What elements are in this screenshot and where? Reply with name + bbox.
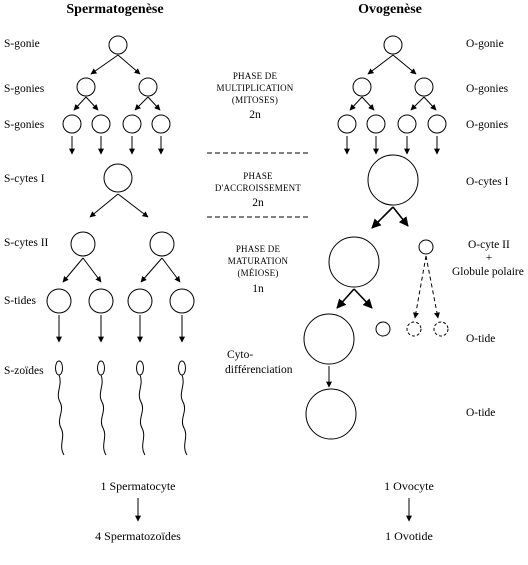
o-gonie-cell bbox=[427, 114, 447, 134]
s-gonie-cell bbox=[138, 77, 158, 97]
o-gonie-cell bbox=[414, 77, 434, 97]
spermatozoid bbox=[136, 360, 146, 456]
label-o-cyte-ii: O-cyte II bbox=[468, 239, 510, 251]
o-gonie-cell bbox=[337, 114, 357, 134]
svg-text:PHASE DE: PHASE DE bbox=[233, 71, 278, 81]
o-arrow bbox=[367, 54, 394, 75]
summary-ovocyte: 1 Ovocyte bbox=[384, 479, 434, 493]
spermatogenesis-title: Spermatogenèse bbox=[66, 2, 163, 17]
label-o-cytes-i: O-cytes I bbox=[466, 176, 509, 188]
spermatozoid bbox=[178, 360, 188, 456]
label-s-zoides: S-zoïdes bbox=[4, 365, 44, 377]
svg-text:2n: 2n bbox=[249, 109, 261, 121]
s-gonie-cell bbox=[76, 77, 96, 97]
s-arrow bbox=[134, 96, 149, 111]
label-o-tide-1: O-tide bbox=[466, 333, 495, 345]
s-arrow bbox=[85, 96, 99, 111]
s-cyte-i-cell bbox=[103, 163, 133, 193]
label-o-gonie: O-gonie bbox=[466, 38, 504, 50]
label-plus: + bbox=[486, 252, 493, 264]
o-arrow-dashed bbox=[412, 255, 427, 319]
label-s-cytes-i: S-cytes I bbox=[4, 173, 45, 185]
svg-text:MATURATION: MATURATION bbox=[228, 256, 289, 266]
spermatozoid bbox=[97, 360, 107, 456]
s-gonie-cell bbox=[151, 114, 171, 134]
label-s-tides: S-tides bbox=[4, 295, 36, 307]
svg-text:Cyto-: Cyto- bbox=[227, 349, 253, 361]
o-gonie-cell bbox=[366, 114, 386, 134]
o-gonie-cell bbox=[383, 35, 403, 55]
o-arrow bbox=[392, 206, 409, 227]
label-o-gonies-1: O-gonies bbox=[466, 83, 509, 95]
svg-text:2n: 2n bbox=[252, 197, 264, 209]
s-arrow bbox=[90, 54, 119, 75]
s-gonie-cell bbox=[91, 114, 111, 134]
phase-multiplication: PHASE DE MULTIPLICATION (MITOSES) 2n bbox=[217, 71, 294, 121]
o-arrow bbox=[423, 96, 437, 111]
o-arrow bbox=[371, 206, 394, 229]
summary-spermatocyte: 1 Spermatocyte bbox=[101, 479, 176, 493]
s-gonie-cell bbox=[108, 35, 128, 55]
svg-text:1n: 1n bbox=[252, 283, 264, 295]
oogenesis-title: Ovogenèse bbox=[358, 2, 422, 17]
o-arrow bbox=[392, 54, 417, 75]
o-tide-cell bbox=[305, 388, 357, 440]
phase-accroissement: PHASE D'ACCROISSEMENT 2n bbox=[215, 171, 301, 209]
svg-text:différenciation: différenciation bbox=[225, 364, 293, 376]
svg-text:(MÉIOSE): (MÉIOSE) bbox=[237, 268, 278, 278]
phase-cyto-differenciation: Cyto- différenciation bbox=[225, 349, 293, 376]
label-s-gonies-1: S-gonies bbox=[4, 83, 45, 95]
s-arrow bbox=[62, 257, 84, 283]
label-o-tide-2: O-tide bbox=[466, 407, 495, 419]
label-o-gonies-2: O-gonies bbox=[466, 119, 509, 131]
label-s-cytes-ii: S-cytes II bbox=[4, 237, 49, 249]
o-cyte-i-cell bbox=[367, 154, 419, 206]
svg-text:PHASE DE: PHASE DE bbox=[236, 244, 281, 254]
s-arrow bbox=[89, 193, 119, 218]
s-gonie-cell bbox=[122, 114, 142, 134]
s-gonie-cell bbox=[62, 114, 82, 134]
globule-polaire-dashed-cell bbox=[406, 321, 422, 337]
phase-maturation: PHASE DE MATURATION (MÉIOSE) 1n bbox=[228, 244, 289, 295]
o-arrow-dashed bbox=[425, 255, 440, 319]
s-arrow bbox=[117, 54, 141, 75]
s-tide-cell bbox=[46, 288, 72, 314]
o-arrow bbox=[336, 288, 355, 309]
svg-text:PHASE: PHASE bbox=[243, 171, 273, 181]
globule-polaire-cell bbox=[375, 321, 391, 337]
o-gonie-cell bbox=[352, 77, 372, 97]
o-arrow bbox=[353, 288, 373, 309]
summary-ovotide: 1 Ovotide bbox=[385, 529, 433, 543]
globule-polaire-dashed-cell bbox=[433, 321, 449, 337]
spermatozoid bbox=[55, 360, 65, 456]
s-tide-cell bbox=[88, 288, 114, 314]
s-tide-cell bbox=[127, 288, 153, 314]
summary-spermatozoides: 4 Spermatozoïdes bbox=[95, 529, 181, 543]
o-arrow bbox=[349, 96, 363, 111]
s-arrow bbox=[82, 257, 102, 283]
o-arrow bbox=[361, 96, 375, 111]
svg-text:(MITOSES): (MITOSES) bbox=[232, 95, 278, 105]
s-arrow bbox=[140, 257, 163, 283]
s-cyte-ii-cell bbox=[149, 231, 175, 257]
s-arrow bbox=[161, 257, 181, 283]
globule-polaire-cell bbox=[418, 239, 434, 255]
svg-text:D'ACCROISSEMENT: D'ACCROISSEMENT bbox=[215, 183, 301, 193]
o-cyte-ii-cell bbox=[328, 236, 380, 288]
label-globule-polaire: Globule polaire bbox=[452, 266, 524, 278]
o-arrow bbox=[410, 96, 425, 111]
s-arrow bbox=[117, 193, 149, 218]
s-tide-cell bbox=[169, 288, 195, 314]
o-tide-cell bbox=[303, 313, 355, 365]
s-cyte-ii-cell bbox=[70, 231, 96, 257]
o-gonie-cell bbox=[397, 114, 417, 134]
label-s-gonies-2: S-gonies bbox=[4, 119, 45, 131]
s-arrow bbox=[147, 96, 161, 111]
s-arrow bbox=[73, 96, 87, 111]
label-s-gonie: S-gonie bbox=[4, 38, 40, 50]
svg-text:MULTIPLICATION: MULTIPLICATION bbox=[217, 83, 294, 93]
